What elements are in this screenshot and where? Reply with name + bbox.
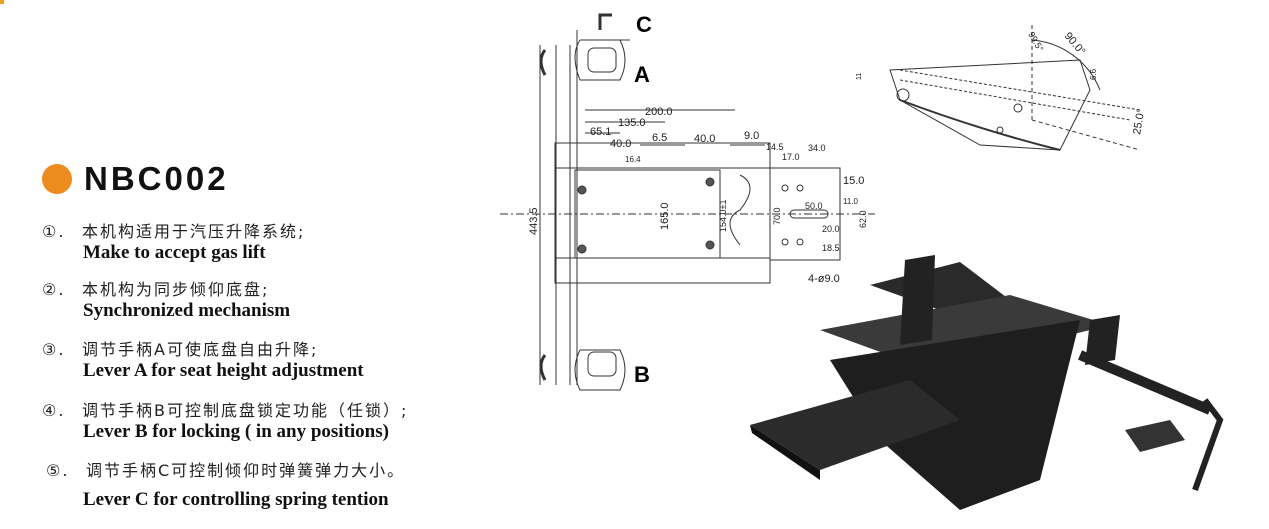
feature-number: ④. [42, 401, 66, 420]
feature-item: ⑤. 调节手柄C可控制倾仰时弹簧弹力大小。 Lever C for control… [42, 457, 405, 511]
dim-62: 62.0 [858, 210, 868, 228]
dim-65: 65.1 [590, 126, 611, 138]
feature-item: ③. 调节手柄A可使底盘自由升降; Lever A for seat height… [42, 336, 364, 382]
feature-en: Synchronized mechanism [83, 300, 291, 321]
dim-165: 165.0 [659, 202, 671, 230]
dim-40a: 40.0 [610, 138, 631, 150]
angle-99: 99.5° [1026, 30, 1045, 54]
dim-40b: 40.0 [694, 133, 715, 145]
dim-200: 200.0 [645, 106, 673, 118]
angle-25: 25.0° [1131, 108, 1147, 136]
dim-9: 9.0 [744, 130, 759, 142]
dim-17: 17.0 [782, 152, 800, 162]
feature-number: ②. [42, 280, 66, 299]
dim-135: 135.0 [618, 117, 646, 129]
lever-c-label: C [636, 12, 652, 37]
dim-70: 70.0 [772, 207, 782, 225]
feature-cn: 本机构适用于汽压升降系统; [82, 222, 306, 241]
dim-14-5: 14.5 [766, 142, 784, 152]
orange-bullet-icon [42, 164, 72, 194]
dim-443-5: 443.5 [528, 207, 540, 235]
corner-accent [0, 0, 4, 4]
dim-6-5: 6.5 [652, 132, 667, 144]
feature-cn: 调节手柄B可控制底盘锁定功能（任锁）; [82, 401, 409, 420]
dim-11b: 11 [856, 73, 863, 80]
feature-number: ③. [42, 340, 66, 359]
feature-cn: 调节手柄C可控制倾仰时弹簧弹力大小。 [86, 461, 406, 480]
dim-15: 15.0 [843, 175, 864, 187]
feature-en: Lever B for locking ( in any positions) [83, 421, 389, 442]
feature-item: ①. 本机构适用于汽压升降系统; Make to accept gas lift [42, 218, 305, 264]
dim-holes: 4-ø9.0 [808, 273, 840, 285]
dim-18-5: 18.5 [822, 243, 840, 253]
feature-cn: 本机构为同步倾仰底盘; [82, 280, 270, 299]
model-number: NBC002 [84, 160, 229, 197]
dimension-labels: 200.0 135.0 65.1 40.0 6.5 40.0 9.0 14.5 … [528, 73, 868, 285]
feature-en: Lever C for controlling spring tention [83, 489, 389, 510]
feature-cn: 调节手柄A可使底盘自由升降; [82, 340, 319, 359]
product-photo [750, 255, 1224, 510]
dim-154: 154.0±1 [718, 200, 728, 232]
lever-a-label: A [634, 62, 650, 87]
dim-11: 11.0 [843, 197, 859, 206]
model-title: NBC002 [42, 160, 229, 198]
feature-item: ②. 本机构为同步倾仰底盘; Synchronized mechanism [42, 276, 290, 322]
angle-90: 90.0° [1062, 30, 1088, 57]
feature-number: ⑤. [46, 461, 70, 480]
top-view-drawing [500, 13, 875, 391]
dim-16-4: 16.4 [625, 155, 641, 164]
feature-item: ④. 调节手柄B可控制底盘锁定功能（任锁）; Lever B for lockin… [42, 397, 408, 443]
dim-20: 20.0 [822, 224, 840, 234]
side-view-drawing [889, 25, 1141, 151]
dim-50: 50.0 [805, 201, 823, 211]
lever-b-label: B [634, 362, 650, 387]
feature-en: Make to accept gas lift [83, 242, 266, 263]
feature-en: Lever A for seat height adjustment [83, 360, 364, 381]
dim-34: 34.0 [808, 143, 826, 153]
feature-number: ①. [42, 222, 66, 241]
dim-6-6: 6.6 [1089, 68, 1098, 80]
